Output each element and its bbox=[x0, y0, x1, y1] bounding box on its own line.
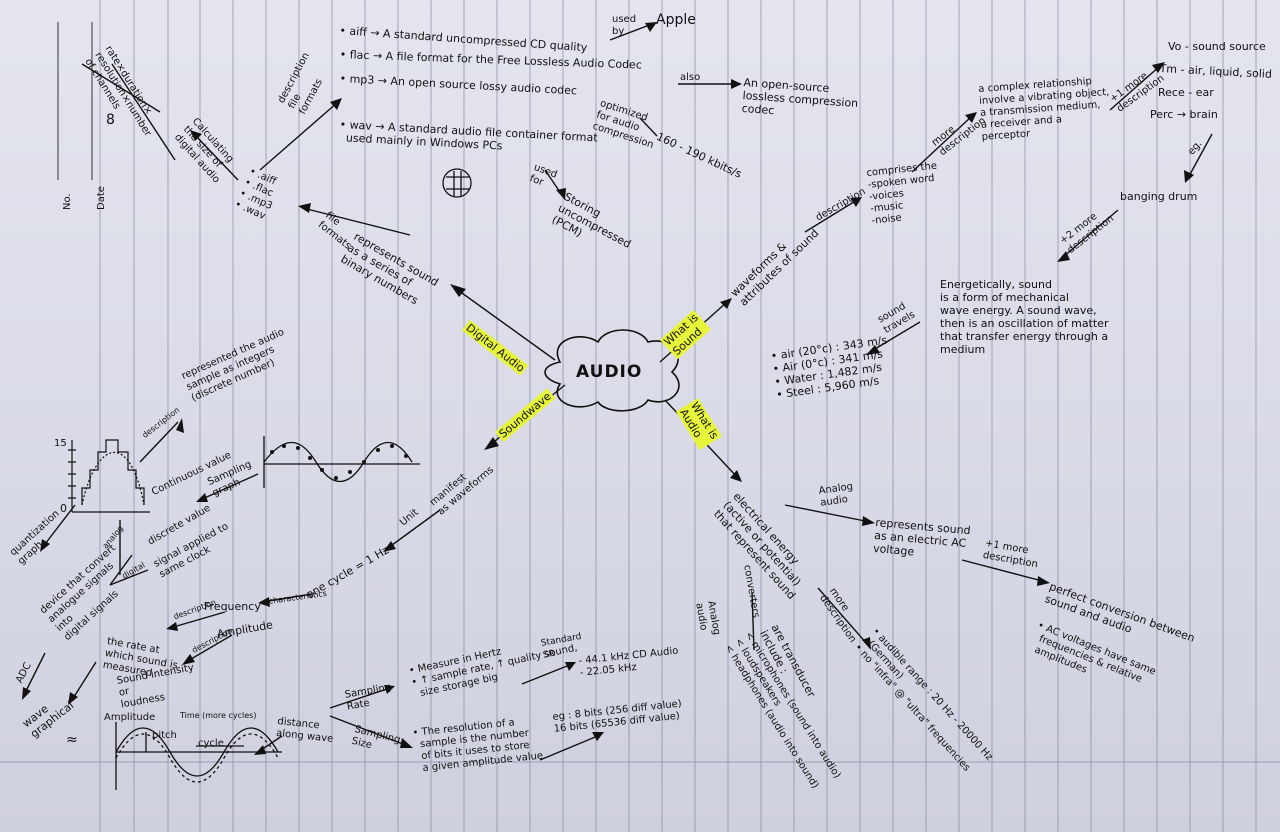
no-label: No. bbox=[62, 193, 73, 210]
quantization-axis-max: 15 bbox=[54, 438, 67, 449]
energetically-text: Energetically, sound is a form of mechan… bbox=[940, 278, 1109, 356]
center-node: AUDIO bbox=[576, 362, 643, 382]
frequency-label: Frequency bbox=[204, 600, 261, 613]
ac-voltage-description: represents sound as an electric AC volta… bbox=[872, 516, 972, 559]
used-by-label: used by bbox=[612, 14, 637, 37]
apple-label: Apple bbox=[656, 12, 696, 28]
rece-ear: Rece - ear bbox=[1158, 86, 1214, 99]
quantization-graph bbox=[68, 439, 150, 513]
analog-audio-label: Analog audio bbox=[818, 481, 854, 509]
also-label: also bbox=[680, 72, 701, 83]
windows-icon bbox=[442, 168, 472, 198]
quantization-axis-zero: 0 bbox=[60, 502, 67, 515]
complex-relationship: a complex relationship involve a vibrati… bbox=[978, 76, 1110, 143]
pitch-label: pitch bbox=[152, 730, 177, 741]
perc-brain: Perc → brain bbox=[1150, 108, 1218, 121]
center-cloud bbox=[544, 329, 680, 412]
flac-description: An open-source lossless compression code… bbox=[741, 76, 859, 118]
approx-symbol: ≈ bbox=[66, 732, 78, 748]
formula-eight: 8 bbox=[106, 112, 115, 128]
wave-diagram bbox=[115, 722, 282, 790]
comprises-list: comprises the -spoken word -voices -musi… bbox=[866, 160, 938, 227]
date-label: Date bbox=[96, 186, 107, 210]
banging-drum: banging drum bbox=[1120, 190, 1198, 203]
time-label: Time (more cycles) bbox=[180, 711, 257, 720]
vo-sound-source: Vo - sound source bbox=[1168, 40, 1266, 53]
amplitude-axis-label: Amplitude bbox=[104, 712, 156, 723]
sampling-graph bbox=[263, 436, 420, 488]
cycle-label: cycle bbox=[198, 738, 224, 749]
